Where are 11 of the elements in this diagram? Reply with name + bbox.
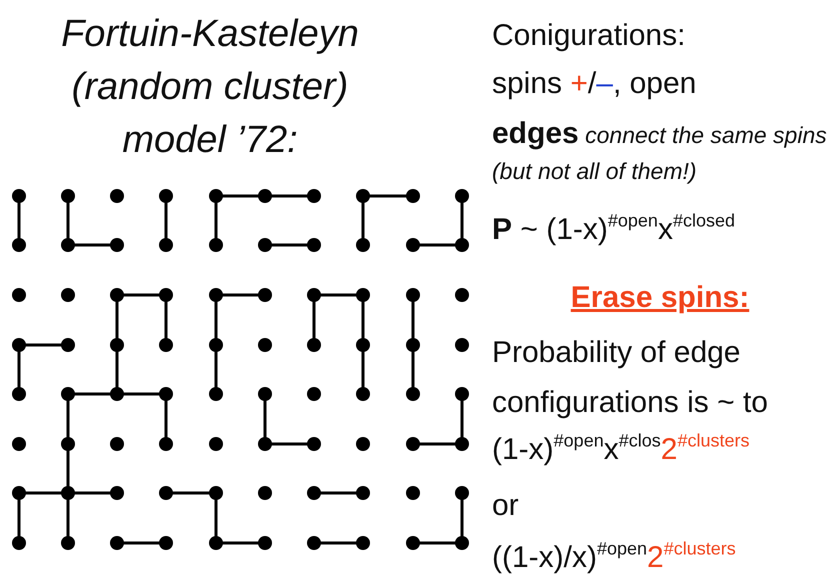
formula-text: (1-x)$^{#open}$x$^{#clos}$ bbox=[492, 432, 661, 468]
formula-text: 2$^{#clusters}$ bbox=[660, 432, 750, 468]
section-heading: Erase spins: bbox=[570, 280, 750, 316]
heading-text: Conigurations: bbox=[492, 18, 686, 54]
body-text: edges connect the same spins (but not all of them!) bbox=[492, 116, 828, 186]
body-text: or bbox=[492, 488, 519, 524]
body-text: spins +/–, open bbox=[492, 66, 696, 102]
formula-text: ((1-x)/x)$^{#open}$ bbox=[492, 540, 648, 576]
slide-title: Fortuin-Kasteleyn (random cluster) model ’72: bbox=[60, 12, 360, 163]
formula-text: P ~ (1-x)$^{#open}$x$^{#closed}$ bbox=[492, 212, 735, 248]
formula-text: 2$^{#clusters}$ bbox=[647, 540, 736, 576]
